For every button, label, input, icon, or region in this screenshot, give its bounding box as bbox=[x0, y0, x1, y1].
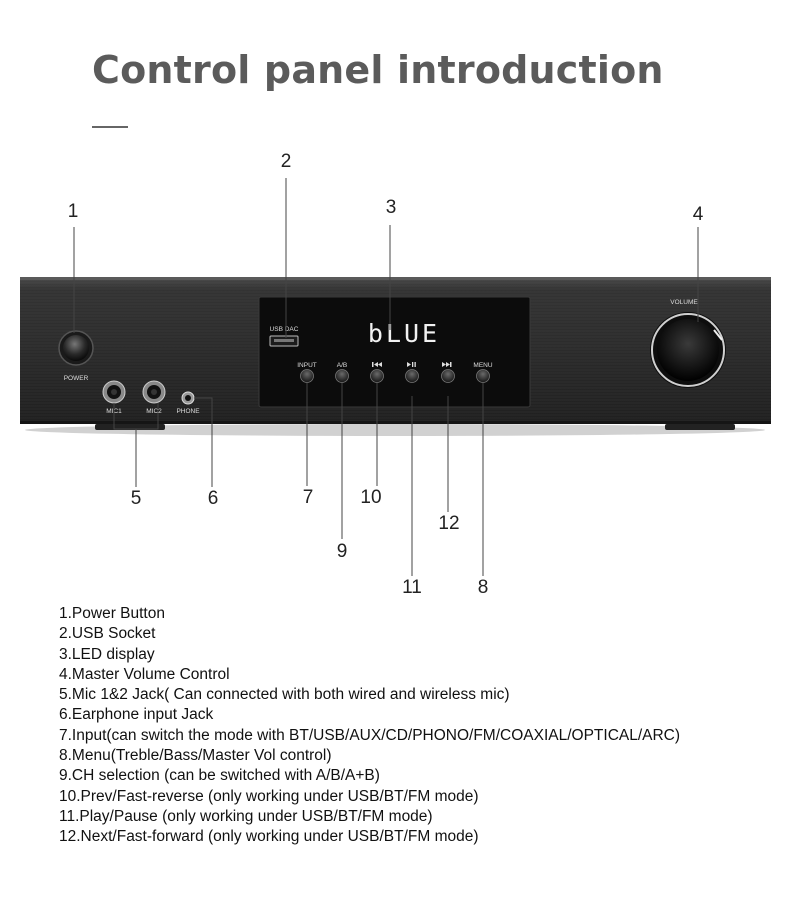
title-underline bbox=[92, 126, 128, 128]
callout-8: 8 bbox=[477, 577, 489, 598]
prev-icon bbox=[372, 362, 382, 367]
next-icon bbox=[442, 362, 452, 367]
ab-button-label: A/B bbox=[337, 362, 347, 369]
input-button[interactable] bbox=[300, 369, 314, 383]
callout-9: 9 bbox=[336, 541, 348, 562]
callout-6: 6 bbox=[207, 488, 219, 509]
led-display: bLUE bbox=[368, 319, 440, 348]
feature-legend: 1.Power Button 2.USB Socket 3.LED displa… bbox=[59, 604, 680, 848]
usb-dac-label: USB DAC bbox=[270, 326, 299, 333]
callout-10: 10 bbox=[360, 487, 382, 508]
callout-4: 4 bbox=[692, 204, 704, 225]
mic2-label: MIC2 bbox=[146, 408, 162, 415]
play-pause-icon bbox=[407, 362, 416, 367]
callout-3: 3 bbox=[385, 197, 397, 218]
callout-7: 7 bbox=[302, 487, 314, 508]
legend-item: 10.Prev/Fast-reverse (only working under… bbox=[59, 787, 479, 805]
phone-jack[interactable] bbox=[181, 391, 195, 405]
legend-item: 9.CH selection (can be switched with A/B… bbox=[59, 767, 380, 785]
power-label: POWER bbox=[64, 375, 89, 382]
phone-label: PHONE bbox=[176, 408, 200, 415]
legend-item: 1.Power Button bbox=[59, 605, 165, 622]
callout-11: 11 bbox=[402, 577, 422, 598]
legend-item: 6.Earphone input Jack bbox=[59, 706, 214, 724]
amplifier-diagram: POWER MIC1 MIC2 PHONE USB DAC bLUE INPUT… bbox=[20, 178, 771, 576]
ab-button[interactable] bbox=[335, 369, 349, 383]
usb-socket[interactable] bbox=[269, 335, 299, 347]
next-button[interactable] bbox=[441, 369, 455, 383]
input-button-label: INPUT bbox=[297, 362, 317, 369]
volume-knob[interactable] bbox=[650, 312, 726, 388]
legend-item: 2.USB Socket bbox=[59, 625, 156, 643]
mic2-jack[interactable] bbox=[142, 380, 166, 404]
play-pause-button[interactable] bbox=[405, 369, 419, 383]
legend-item: 5.Mic 1&2 Jack( Can connected with both … bbox=[59, 686, 510, 704]
leader-lines bbox=[73, 178, 699, 576]
menu-button-label: MENU bbox=[473, 362, 492, 369]
callout-5: 5 bbox=[130, 488, 142, 509]
display-panel bbox=[258, 296, 531, 408]
legend-item: 12.Next/Fast-forward (only working under… bbox=[59, 828, 479, 846]
volume-label: VOLUME bbox=[670, 299, 698, 306]
menu-button[interactable] bbox=[476, 369, 490, 383]
callout-1: 1 bbox=[67, 201, 79, 222]
legend-item: 8.Menu(Treble/Bass/Master Vol control) bbox=[59, 747, 332, 765]
callout-12: 12 bbox=[438, 513, 460, 534]
mic1-jack[interactable] bbox=[102, 380, 126, 404]
legend-item: 7.Input(can switch the mode with BT/USB/… bbox=[59, 726, 681, 744]
power-button[interactable] bbox=[58, 330, 94, 366]
legend-item: 4.Master Volume Control bbox=[59, 665, 230, 683]
page-title: Control panel introduction bbox=[92, 48, 664, 92]
legend-item: 3.LED display bbox=[59, 645, 155, 663]
legend-item: 11.Play/Pause (only working under USB/BT… bbox=[59, 807, 433, 825]
prev-button[interactable] bbox=[370, 369, 384, 383]
callout-2: 2 bbox=[280, 151, 292, 172]
